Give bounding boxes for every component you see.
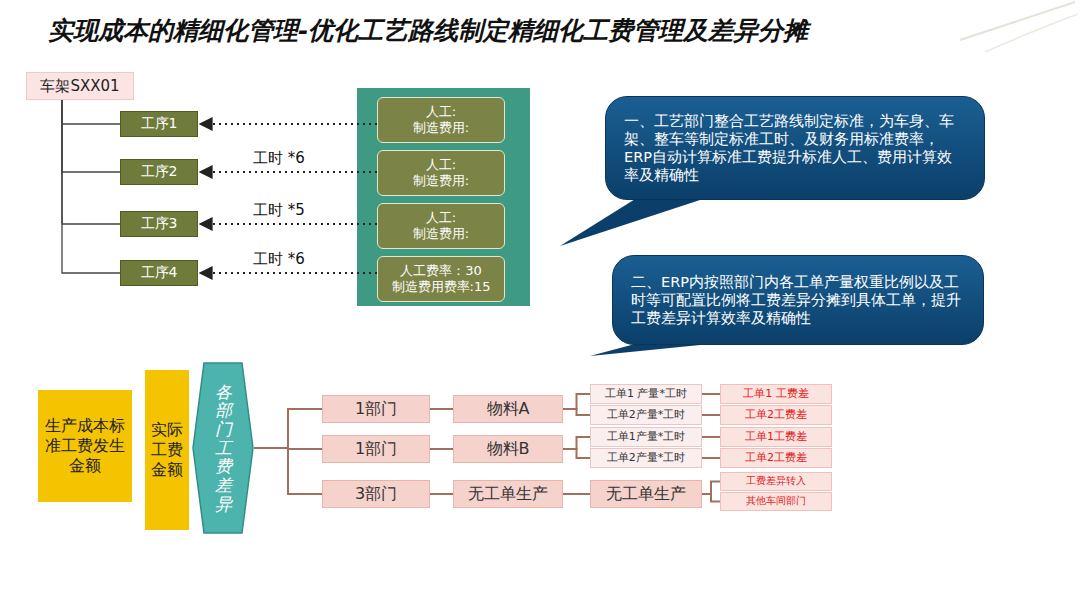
node-text: 工单2产量*工时 (607, 451, 686, 465)
node-text: 工单1 产量*工时 (605, 387, 687, 401)
node-text: 无工单生产 (468, 484, 548, 504)
material-box: 物料A (453, 395, 563, 423)
connector (200, 272, 377, 274)
node-text: 制造费用费率:15 (392, 279, 491, 295)
node-text: 工单2工费差 (745, 408, 807, 422)
node-text: 1部门 (355, 399, 397, 419)
process-box: 工序3 (120, 211, 198, 237)
node-text: 工单1产量*工时 (607, 430, 686, 444)
connector (702, 494, 720, 502)
variance-box: 工单2工费差 (720, 405, 832, 425)
edge-label: 工时 *6 (250, 149, 308, 168)
callout-bubble: 一、工艺部门整合工艺路线制定标准，为车身、车架、整车等制定标准工时、及财务用标准… (605, 96, 985, 200)
node-text: 人工: (426, 210, 456, 226)
node-text: 工费差异转入 (746, 475, 806, 488)
node-text: 工序4 (141, 264, 178, 282)
connector (200, 123, 377, 125)
callout-tail (560, 196, 700, 246)
workorder-box: 工单2产量*工时 (590, 405, 702, 425)
node-text: 工单1 工费差 (743, 387, 809, 401)
variance-box: 工单1 工费差 (720, 384, 832, 404)
node-text: 3部门 (355, 484, 397, 504)
connector (254, 448, 322, 494)
amount-box: 生产成本标准工费发生金额 (38, 390, 132, 502)
node-text: 无工单生产 (606, 484, 686, 504)
connector (563, 394, 590, 409)
rate-box: 人工:制造费用: (377, 150, 505, 196)
node-text: 实际工费金额 (149, 420, 185, 480)
variance-hexagon: 各部门工费差异 (192, 362, 254, 534)
connector (702, 482, 720, 495)
node-text: 1部门 (355, 439, 397, 459)
rate-box: 人工:制造费用: (377, 203, 505, 249)
connector (563, 437, 590, 449)
process-box: 工序1 (120, 111, 198, 137)
connector (702, 436, 720, 438)
node-text: 人工: (426, 104, 456, 120)
node-text: 制造费用: (413, 226, 469, 242)
node-text: 人工: (426, 157, 456, 173)
material-box: 无工单生产 (453, 480, 563, 508)
node-text: 其他车间部门 (746, 495, 806, 508)
amount-box: 实际工费金额 (145, 370, 189, 530)
workorder-box: 工单2产量*工时 (590, 448, 702, 468)
node-text: 二、ERP内按照部门内各工单产量权重比例以及工时等可配置比例将工费差异分摊到具体… (631, 273, 965, 327)
edge-label: 工时 *5 (250, 201, 308, 220)
material-box: 无工单生产 (590, 480, 702, 508)
connector (62, 100, 120, 172)
connector (200, 223, 377, 225)
connector (430, 493, 453, 495)
workorder-box: 工单1 产量*工时 (590, 384, 702, 404)
node-text: 生产成本标准工费发生金额 (44, 416, 126, 476)
connector (563, 409, 590, 415)
node-text: 工单2产量*工时 (607, 408, 686, 422)
variance-box: 其他车间部门 (720, 492, 832, 511)
connector (62, 100, 120, 273)
node-text: 工序2 (141, 163, 178, 181)
process-box: 工序4 (120, 260, 198, 286)
connector (563, 493, 590, 495)
product-box: 车架SXX01 (26, 72, 134, 100)
node-text: 人工费率：30 (400, 263, 482, 279)
variance-box: 工单2工费差 (720, 448, 832, 468)
node-text: 工序1 (141, 115, 178, 133)
material-box: 物料B (453, 435, 563, 463)
connector (62, 100, 120, 224)
connector (702, 457, 720, 459)
connector (702, 414, 720, 416)
callout-bubble: 二、ERP内按照部门内各工单产量权重比例以及工时等可配置比例将工费差异分摊到具体… (612, 255, 984, 345)
workorder-box: 工单1产量*工时 (590, 427, 702, 447)
connector (430, 448, 453, 450)
edge-label: 工时 *6 (250, 250, 308, 269)
rate-panel (357, 88, 530, 306)
department-box: 1部门 (322, 435, 430, 463)
node-text: 制造费用: (413, 173, 469, 189)
connector (563, 449, 590, 458)
node-text: 制造费用: (413, 120, 469, 136)
node-text: 各部门工费差异 (215, 383, 232, 514)
node-text: 一、工艺部门整合工艺路线制定标准，为车身、车架、整车等制定标准工时、及财务用标准… (624, 112, 966, 185)
connector (254, 409, 322, 448)
node-text: 工序3 (141, 215, 178, 233)
node-text: 工单2工费差 (745, 451, 807, 465)
connector (62, 100, 120, 124)
department-box: 3部门 (322, 480, 430, 508)
variance-box: 工费差异转入 (720, 472, 832, 491)
connector (430, 408, 453, 410)
rate-box: 人工:制造费用: (377, 97, 505, 143)
node-text: 物料B (487, 439, 530, 459)
page-title: 实现成本的精细化管理-优化工艺路线制定精细化工费管理及差异分摊 (48, 14, 808, 47)
process-box: 工序2 (120, 159, 198, 185)
rate-box: 人工费率：30制造费用费率:15 (377, 256, 505, 302)
department-box: 1部门 (322, 395, 430, 423)
node-text: 工单1工费差 (745, 430, 807, 444)
node-text: 车架SXX01 (40, 77, 119, 96)
variance-box: 工单1工费差 (720, 427, 832, 447)
node-text: 物料A (487, 399, 530, 419)
connector (200, 171, 377, 173)
connector (702, 393, 720, 395)
decor-curve (985, 14, 1078, 52)
